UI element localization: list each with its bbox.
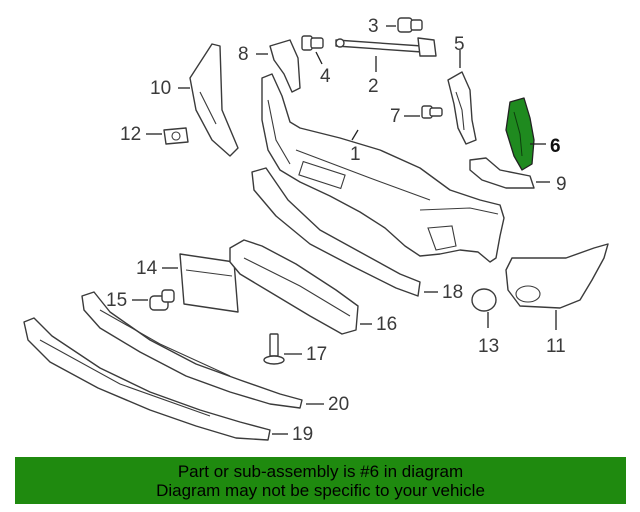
part-7-bolt[interactable] — [421, 105, 443, 119]
part-19-reinforcement[interactable] — [23, 317, 271, 441]
callout-8: 8 — [238, 44, 249, 65]
callout-3: 3 — [368, 16, 379, 37]
callout-2: 2 — [368, 76, 379, 97]
callout-17: 17 — [306, 344, 327, 365]
callout-9: 9 — [556, 174, 567, 195]
part-10-side-panel[interactable] — [189, 43, 239, 157]
part-11-end-cap[interactable] — [505, 243, 609, 309]
part-20-absorber[interactable] — [81, 291, 303, 409]
callout-11: 11 — [546, 336, 566, 357]
callout-7: 7 — [390, 106, 401, 127]
part-16-lower-valance[interactable] — [229, 239, 359, 335]
callout-1: 1 — [350, 144, 361, 165]
part-4-clip[interactable] — [301, 35, 324, 51]
part-5-bracket[interactable] — [447, 71, 477, 145]
notice-line-1: Part or sub-assembly is #6 in diagram — [177, 462, 464, 481]
part-1-bumper-cover[interactable] — [261, 73, 505, 263]
callout-18: 18 — [442, 282, 463, 303]
callout-12: 12 — [120, 124, 141, 145]
diagram-notice-banner: Part or sub-assembly is #6 in diagram Di… — [15, 457, 626, 504]
part-14-plate[interactable] — [179, 253, 239, 313]
callout-15: 15 — [106, 290, 127, 311]
callout-5: 5 — [454, 34, 465, 55]
part-8-bracket[interactable] — [269, 39, 301, 93]
callout-13: 13 — [478, 336, 499, 357]
callout-6: 6 — [550, 136, 561, 157]
parts-diagram: 1 2 3 4 5 6 7 8 9 10 11 12 13 14 15 16 1… — [23, 16, 609, 445]
callout-labels: 1 2 3 4 5 6 7 8 9 10 11 12 13 14 15 16 1… — [106, 16, 567, 445]
part-15-push-clip[interactable] — [149, 289, 175, 311]
callout-14: 14 — [136, 258, 158, 279]
leader-lines — [132, 25, 557, 435]
callout-4: 4 — [320, 66, 331, 87]
part-17-fastener[interactable] — [263, 333, 285, 365]
callout-19: 19 — [292, 424, 313, 445]
callout-16: 16 — [376, 314, 397, 335]
part-18-strip[interactable] — [251, 167, 421, 297]
callout-20: 20 — [328, 394, 349, 415]
part-13-ring[interactable] — [471, 288, 497, 312]
part-2-rod[interactable] — [335, 37, 437, 57]
part-12-clip[interactable] — [163, 127, 189, 145]
part-3-bolt[interactable] — [397, 17, 423, 33]
notice-line-2: Diagram may not be specific to your vehi… — [156, 481, 485, 500]
callout-10: 10 — [150, 78, 171, 99]
part-9-bracket[interactable] — [469, 157, 535, 189]
part-6-bracket-highlighted[interactable] — [505, 97, 535, 171]
